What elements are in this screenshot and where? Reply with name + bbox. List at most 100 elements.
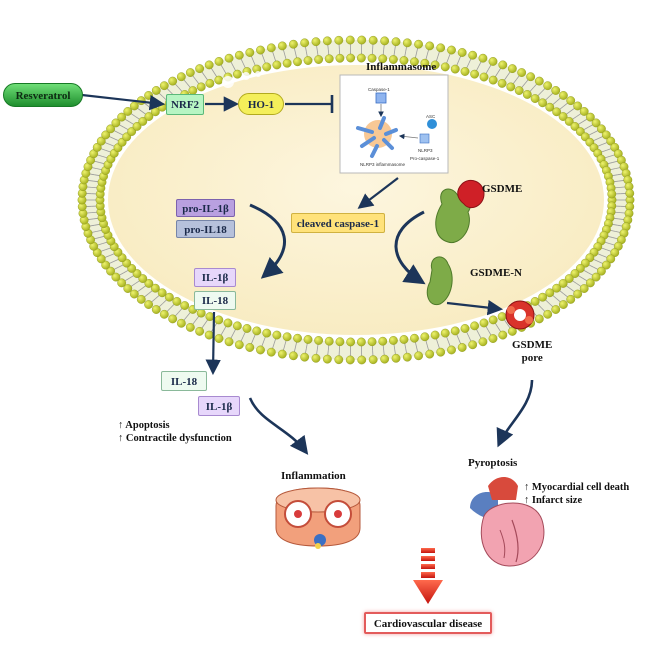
lipid-head-outer [144,91,153,100]
lipid-head-outer [566,96,576,106]
lipid-head-inner [488,75,498,85]
lipid-head-inner [314,55,324,64]
lipid-head-inner [132,269,142,278]
lipid-head-inner [399,335,409,344]
lipid-head-outer [224,337,234,347]
lipid-head-inner [180,301,190,310]
lipid-head-outer [573,289,583,299]
lipid-head-inner [558,279,568,288]
lipid-head-outer [579,284,589,293]
lipid-head-outer [357,355,367,365]
lipid-head-inner [530,94,540,103]
lipid-head-outer [478,337,488,347]
lipid-head-outer [610,248,620,258]
lipid-head-outer [551,86,561,95]
gsdme-n-protein-icon [426,256,453,306]
lipid-head-outer [526,72,536,82]
lipid-head-outer [391,37,401,47]
lipid-head-inner [378,54,388,64]
lipid-head-inner [262,328,272,338]
lipid-head-outer [436,43,446,53]
lipid-head-outer [457,343,467,352]
lipid-head-outer [468,340,478,350]
lipid-head-outer [368,355,378,365]
lipid-head-outer [345,355,355,365]
lipid-head-outer [402,352,412,362]
lipid-head-inner [522,90,532,99]
lipid-head-inner [450,326,460,336]
inset-nlrp3-inflammasome: NLRP3 inflammasome [360,162,406,167]
heart-inflammation-icon [275,487,361,549]
lipid-head-inner [272,60,282,70]
lipid-head-outer [101,260,111,270]
lipid-head-inner [242,324,252,333]
cardiovascular-disease-box: Cardiovascular disease [364,612,492,634]
lipid-head-outer [277,41,287,51]
lipid-head-inner [479,72,489,82]
lipid-head-outer [457,48,467,57]
lipid-head-inner [335,53,345,63]
inset-caspase-label: Caspase-1 [368,87,390,92]
lipid-head-outer [214,334,224,343]
lipid-head-outer [136,294,146,304]
lipid-head-inner [293,333,302,343]
lipid-head-outer [488,57,498,66]
lipid-head-outer [151,305,161,314]
lipid-head-outer [245,48,255,57]
lipid-head-outer [601,260,611,270]
lipid-head-inner [356,53,366,63]
lipid-head-inner [367,53,377,63]
lipid-head-inner [214,315,224,325]
il18-inside-node: IL-18 [194,291,236,310]
lipid-head-outer [425,349,435,359]
myocardial-cell-death-label: ↑ Myocardial cell death [524,482,630,493]
lipid-head-outer [414,351,423,361]
arrow-il-release [205,311,221,376]
lipid-head-outer [597,124,606,134]
lipid-head-outer [92,142,102,152]
lipid-head-outer [300,352,310,362]
lipid-head-inner [232,321,242,331]
lipid-head-outer [447,45,456,55]
lipid-head-outer [585,112,595,122]
lipid-head-outer [498,330,508,340]
lipid-head-outer [517,68,527,77]
lipid-head-inner [564,117,574,126]
lipid-head-inner [282,58,292,68]
lipid-head-inner [138,117,148,126]
lipid-head-inner [335,337,345,347]
lipid-head-outer [106,266,115,276]
lipid-head-outer [551,305,561,314]
lipid-head-inner [552,107,562,117]
lipid-head-outer [322,354,332,364]
lipid-head-inner [545,102,555,112]
inflammasome-complex-icon [356,92,437,158]
lipid-head-inner [575,264,585,273]
gsdme-n-label: GSDME-N [470,267,522,279]
arrow-to-inflammation [248,397,309,455]
lipid-head-outer [144,300,153,309]
lipid-head-inner [144,112,154,121]
inset-nlrp3-label: NLRP3 [418,148,433,153]
gsdme-protein-icon [435,179,485,244]
lipid-head-outer [579,107,589,116]
lipid-head-outer [224,53,234,63]
lipid-head-inner [388,55,398,64]
lipid-head-inner [530,297,540,306]
lipid-head-outer [195,326,205,336]
arrow-pro-to-mature [249,203,286,279]
heart-anatomy-icon [470,477,545,567]
lipid-head-outer [425,41,435,51]
lipid-head-outer [111,118,121,128]
lipid-head-inner [570,269,580,278]
lipid-head-inner [440,328,450,338]
lipid-head-inner [127,127,137,136]
gsdme-pore-label: GSDME pore [512,339,552,365]
lipid-head-inner [367,337,377,347]
lipid-head-outer [266,347,276,357]
lipid-head-outer [214,57,224,66]
lipid-head-outer [256,45,265,55]
vesicle-bubbles [222,71,261,88]
lipid-head-outer [129,101,139,111]
lipid-head-inner [196,82,206,92]
